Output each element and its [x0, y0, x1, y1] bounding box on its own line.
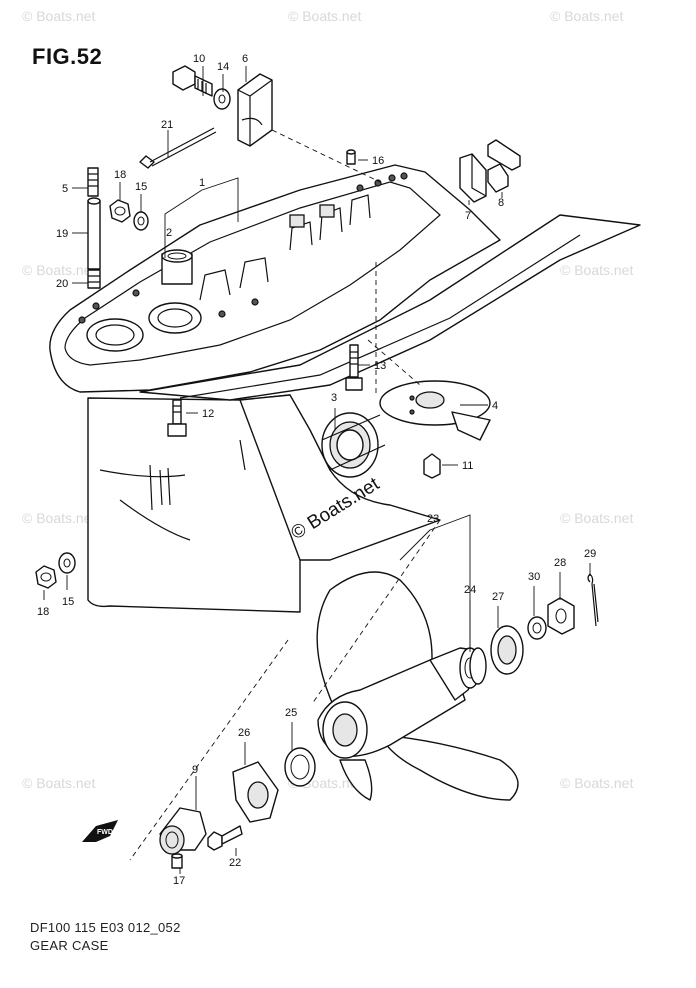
callout-15: 15: [135, 181, 147, 193]
figure-title: FIG.52: [32, 44, 103, 69]
cover-part-7: [459, 153, 487, 203]
pin-part-16: [346, 149, 356, 165]
anode-part-9: [159, 807, 207, 855]
bolt-part-13: [345, 344, 363, 391]
fwd-marker-label: FWD: [97, 829, 113, 836]
fitting-part-5: [87, 167, 99, 197]
callout-3: 3: [331, 392, 337, 404]
callout-19: 19: [56, 228, 68, 240]
callout-7: 7: [465, 210, 471, 222]
watermark: © Boats.net: [560, 262, 634, 278]
callout-16: 16: [372, 155, 384, 167]
callout-24: 24: [464, 584, 476, 596]
watermark: © Boats.net: [22, 775, 96, 791]
bolt-part-22: [207, 825, 243, 851]
callout-5: 5: [62, 183, 68, 195]
bearing-part-3: [321, 412, 386, 478]
screw-part-21: [139, 127, 217, 169]
callout-14: 14: [217, 61, 229, 73]
watermark: © Boats.net: [560, 775, 634, 791]
callout-2: 2: [166, 227, 172, 239]
trim-anode-part-26: [232, 761, 279, 823]
cotter-pin-part-29: [587, 573, 599, 627]
gasket-part-15: [58, 552, 76, 574]
assembly-dash-lines: [129, 129, 441, 861]
plate-part-4: [379, 380, 491, 441]
plug-part-18: [35, 565, 57, 589]
callout-25: 25: [285, 707, 297, 719]
callout-13: 13: [374, 360, 386, 372]
watermark: © Boats.net: [288, 8, 362, 24]
figure-code: DF100 115 E03 012_052: [30, 920, 181, 935]
callout-18: 18: [114, 169, 126, 181]
gasket-part-15: [133, 211, 149, 231]
watermark: © Boats.net: [22, 8, 96, 24]
watermark: © Boats.net: [550, 8, 624, 24]
callout-11: 11: [462, 460, 473, 472]
figure-name: GEAR CASE: [30, 938, 109, 953]
callout-20: 20: [56, 278, 68, 290]
callout-15: 15: [62, 596, 74, 608]
gear-case-housing: [49, 164, 641, 613]
callout-18: 18: [37, 606, 49, 618]
washer-part-14: [213, 88, 231, 110]
callout-8: 8: [498, 197, 504, 209]
fwd-arrow-icon: FWD: [82, 820, 118, 842]
leader-lines: [43, 66, 591, 874]
watermark: © Boats.net: [22, 510, 96, 526]
bolt-part-10: [172, 65, 213, 97]
callout-9: 9: [192, 764, 198, 776]
callout-23: 23: [427, 513, 439, 525]
callout-29: 29: [584, 548, 596, 560]
callout-30: 30: [528, 571, 540, 583]
fitting-part-20: [87, 269, 101, 289]
callout-27: 27: [492, 591, 504, 603]
callout-4: 4: [492, 400, 498, 412]
bracket-part-8: [487, 139, 521, 193]
callout-10: 10: [193, 53, 205, 65]
callout-22: 22: [229, 857, 241, 869]
watermark: © Boats.net: [22, 262, 96, 278]
pin-part-17: [171, 853, 183, 869]
callout-21: 21: [161, 119, 173, 131]
propeller-part-23: [316, 571, 519, 801]
callout-17: 17: [173, 875, 185, 887]
nut-part-11: [423, 453, 441, 479]
tube-part-19: [87, 197, 101, 270]
callout-12: 12: [202, 408, 214, 420]
washer-part-27: [490, 625, 524, 675]
plug-part-18: [109, 199, 131, 223]
watermark: © Boats.net: [560, 510, 634, 526]
anode-part-6: [237, 73, 273, 147]
callout-numbers: 10 14 6 21 16 1 2 5 19 20 18 15 7 8 13 1…: [37, 53, 596, 887]
callout-6: 6: [242, 53, 248, 65]
bolt-part-12: [167, 399, 187, 437]
callout-1: 1: [199, 177, 205, 189]
callout-26: 26: [238, 727, 250, 739]
callout-28: 28: [554, 557, 566, 569]
spacer-part-25: [284, 747, 316, 787]
spacer-part-24: [469, 647, 487, 685]
nut-part-28: [547, 597, 575, 635]
washer-part-30: [527, 616, 547, 640]
